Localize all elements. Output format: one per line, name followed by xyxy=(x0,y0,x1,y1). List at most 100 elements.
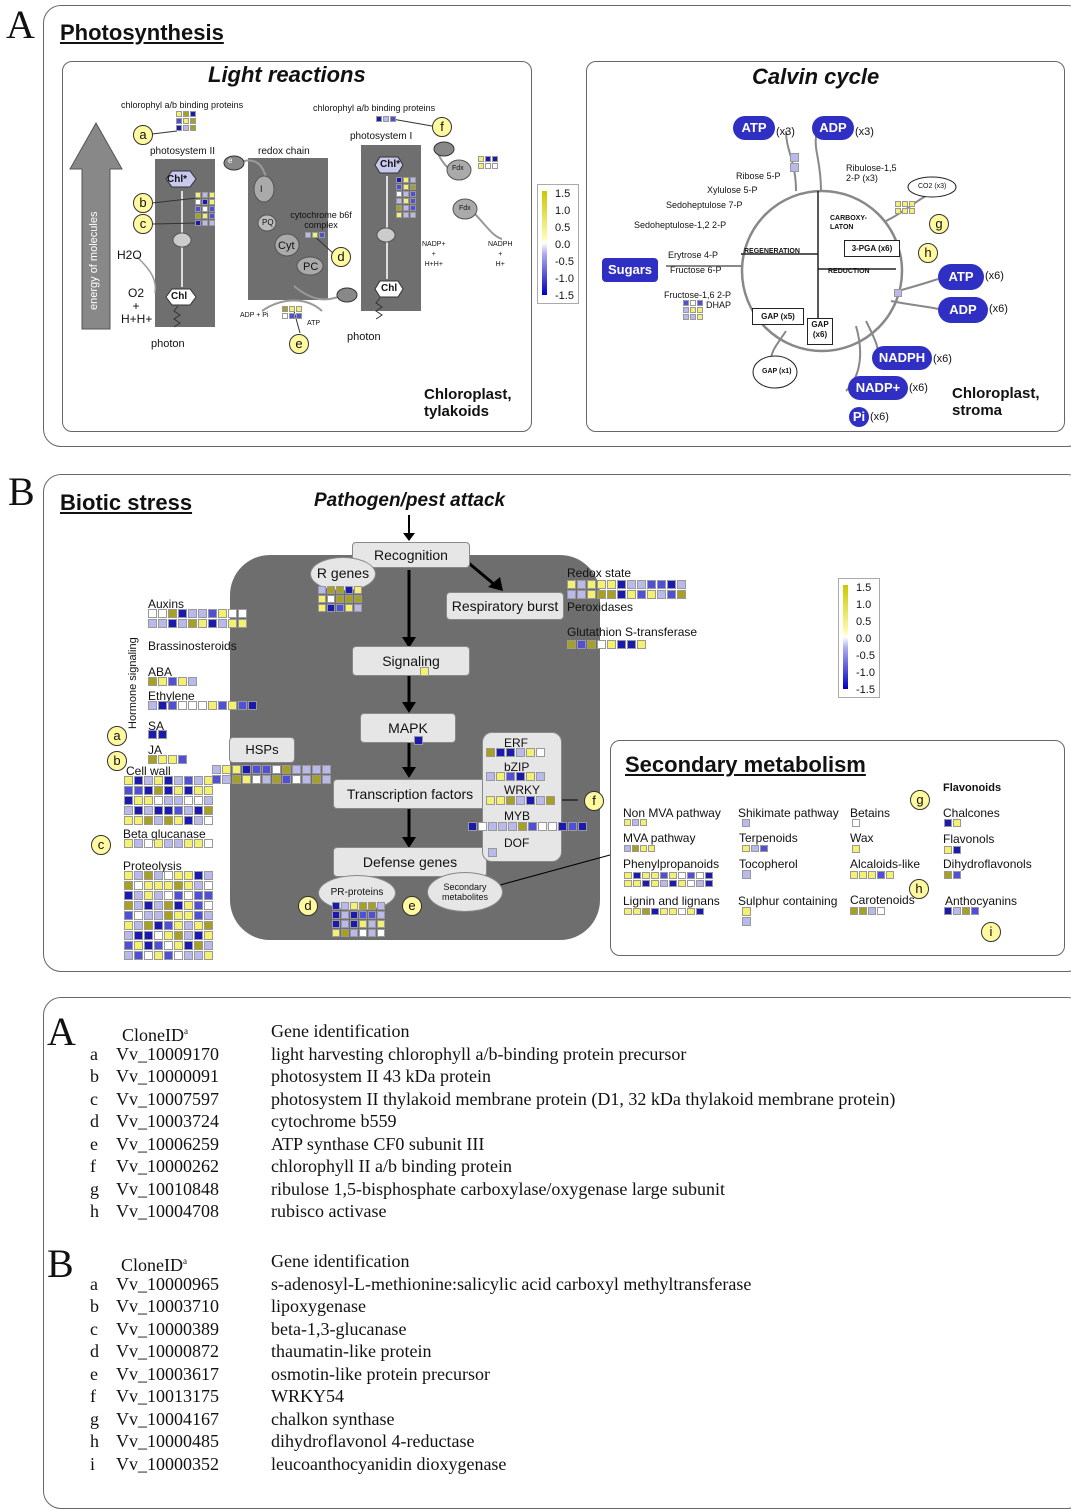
heatmap-cell xyxy=(154,881,163,890)
heatmap-cell xyxy=(124,951,133,960)
auxins-label: Auxins xyxy=(148,597,185,611)
heatmap-dihydroflavonols xyxy=(944,871,961,879)
xylulose-label: Xylulose 5-P xyxy=(707,185,758,195)
clone-id: Vv_10000091 xyxy=(116,1066,219,1086)
heatmap-cell xyxy=(154,891,163,900)
heatmap-cell xyxy=(174,921,183,930)
heatmap-cell xyxy=(850,907,858,915)
heatmap-cell xyxy=(124,786,133,795)
row-letter: b xyxy=(90,1296,99,1316)
heatmap-cell xyxy=(164,881,173,890)
heatmap-cell xyxy=(577,640,586,649)
chl-ps1: Chl xyxy=(381,283,398,294)
terpenoids-label: Terpenoids xyxy=(739,831,798,845)
heatmap-cell xyxy=(209,213,215,219)
heatmap-cell xyxy=(194,871,203,880)
heatmap-cell xyxy=(486,796,495,805)
heatmap-cell xyxy=(318,586,326,594)
table-b-gene-header: Gene identification xyxy=(271,1251,410,1271)
heatmap-cell xyxy=(194,881,203,890)
heatmap-cell xyxy=(124,796,133,805)
label-a-biotic: a xyxy=(107,726,127,746)
heatmap-cell xyxy=(194,951,203,960)
heatmap-cell xyxy=(642,880,650,887)
heatmap-cell xyxy=(134,881,143,890)
heatmap-cell xyxy=(174,891,183,900)
flavonols-label: Flavonols xyxy=(943,832,995,846)
heatmap-cell xyxy=(488,822,497,831)
heatmap-cell xyxy=(134,931,143,940)
panel-a-frame xyxy=(43,5,1071,447)
proteolysis-label: Proteolysis xyxy=(123,859,182,873)
heatmap-cell xyxy=(124,839,133,848)
heatmap-cell xyxy=(660,908,668,915)
heatmap-cell xyxy=(617,580,626,589)
heatmap-cell xyxy=(164,871,173,880)
heatmap-cell xyxy=(396,184,402,190)
heatmap-cell xyxy=(909,208,915,214)
sedoheptulose7-label: Sedoheptulose 7-P xyxy=(666,200,743,210)
heatmap-cell xyxy=(341,911,349,919)
gene-identification: leucoanthocyanidin dioxygenase xyxy=(271,1453,507,1474)
heatmap-cell xyxy=(528,822,537,831)
heatmap-cell xyxy=(496,772,505,781)
heatmap-cell xyxy=(272,765,281,774)
light-reactions-diagram xyxy=(69,118,503,334)
erf-label: ERF xyxy=(504,736,528,750)
sugars-pill: Sugars xyxy=(602,258,658,282)
heatmap-cell xyxy=(414,736,423,745)
heatmap-cell xyxy=(204,796,213,805)
heatmap-cell xyxy=(633,872,641,879)
heatmap-cell xyxy=(124,911,133,920)
heatmap-cell xyxy=(204,921,213,930)
e-label-1: e xyxy=(228,156,233,165)
heatmap-cell xyxy=(478,156,484,162)
co2-label: CO2 (x3) xyxy=(918,183,947,190)
heatmap-cell xyxy=(597,580,606,589)
heatmap-cell xyxy=(506,772,515,781)
heatmap-cell xyxy=(209,199,215,205)
heatmap-cell xyxy=(396,212,402,218)
heatmap-cell xyxy=(204,901,213,910)
calvin-cycle-diagram xyxy=(666,130,957,392)
heatmap-lignin xyxy=(624,908,704,915)
redox-state-label: Redox state xyxy=(567,566,632,580)
heatmap-cell xyxy=(345,586,353,594)
photon-label-1: photon xyxy=(151,338,185,350)
heatmap-cell xyxy=(184,796,193,805)
heatmap-cell xyxy=(390,116,396,122)
heatmap-cell xyxy=(624,845,631,852)
label-f-light: f xyxy=(432,117,452,137)
label-h-calvin: h xyxy=(918,243,938,263)
heatmap-cell xyxy=(742,907,751,916)
heatmap-cell xyxy=(174,839,183,848)
heatmap-cell xyxy=(194,839,203,848)
clone-id: Vv_10000352 xyxy=(116,1453,219,1474)
gap5-box: GAP (x5) xyxy=(752,308,804,325)
heatmap-cell xyxy=(228,701,237,710)
heatmap-cell xyxy=(632,819,639,826)
panel-b-letter: B xyxy=(8,469,35,514)
label-c-biotic: c xyxy=(91,835,111,855)
heatmap-cell xyxy=(350,920,358,928)
heatmap-cell xyxy=(640,845,647,852)
clone-id: Vv_10000262 xyxy=(116,1156,219,1176)
heatmap-cell xyxy=(677,580,686,589)
heatmap-cell xyxy=(158,730,167,739)
heatmap-cell xyxy=(396,205,402,211)
heatmap-cell xyxy=(587,640,596,649)
heatmap-cell xyxy=(667,590,676,599)
heatmap-cell xyxy=(953,907,961,915)
heatmap-cell xyxy=(168,701,177,710)
table-b-letter: B xyxy=(47,1241,74,1286)
row-letter: f xyxy=(90,1386,96,1406)
heatmap-cell xyxy=(194,816,203,825)
heatmap-cell xyxy=(895,201,901,207)
legend-tick-label: 0.0 xyxy=(555,239,571,251)
nadph-pill: NADPH xyxy=(872,346,932,370)
heatmap-cell xyxy=(208,701,217,710)
heatmap-cell xyxy=(174,901,183,910)
heatmap-cell xyxy=(322,775,331,784)
row-letter: d xyxy=(90,1111,99,1131)
row-letter: f xyxy=(90,1156,96,1176)
